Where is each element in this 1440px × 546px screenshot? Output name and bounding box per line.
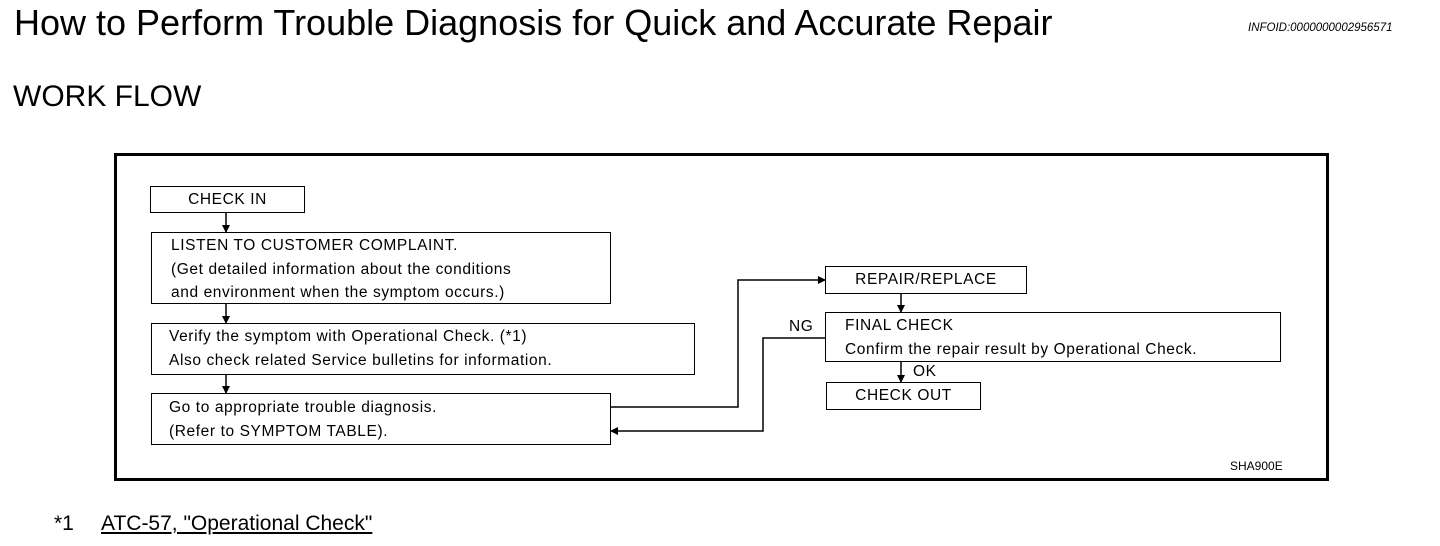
check-out-label: CHECK OUT bbox=[855, 387, 952, 404]
ng-label: NG bbox=[789, 318, 814, 335]
check-in-label: CHECK IN bbox=[188, 191, 267, 208]
check-out-box: CHECK OUT bbox=[826, 382, 981, 410]
arrow-goto-to-repair bbox=[610, 276, 826, 408]
listen-line2: (Get detailed information about the cond… bbox=[171, 260, 512, 278]
workflow-diagram-frame bbox=[114, 153, 1329, 481]
verify-box: Verify the symptom with Operational Chec… bbox=[151, 323, 695, 375]
final-check-line1: FINAL CHECK bbox=[845, 317, 954, 334]
goto-line1: Go to appropriate trouble diagnosis. bbox=[169, 399, 438, 416]
repair-replace-box: REPAIR/REPLACE bbox=[825, 266, 1027, 294]
goto-line2: (Refer to SYMPTOM TABLE). bbox=[169, 422, 389, 440]
final-check-box: FINAL CHECK Confirm the repair result by… bbox=[825, 312, 1281, 362]
final-check-line2: Confirm the repair result by Operational… bbox=[845, 340, 1198, 358]
verify-line2: Also check related Service bulletins for… bbox=[169, 351, 553, 369]
check-in-box: CHECK IN bbox=[150, 186, 305, 213]
goto-box: Go to appropriate trouble diagnosis. (Re… bbox=[151, 393, 611, 445]
listen-box: LISTEN TO CUSTOMER COMPLAINT. (Get detai… bbox=[151, 232, 611, 304]
ok-label: OK bbox=[913, 363, 937, 380]
repair-replace-label: REPAIR/REPLACE bbox=[855, 271, 997, 288]
arrow-final-ng-to-goto bbox=[610, 337, 826, 435]
footnote-marker: *1 bbox=[54, 512, 74, 535]
section-title: WORK FLOW bbox=[13, 80, 202, 113]
info-id: INFOID:0000000002956571 bbox=[1248, 22, 1393, 34]
figure-code: SHA900E bbox=[1230, 459, 1283, 473]
listen-line1: LISTEN TO CUSTOMER COMPLAINT. bbox=[171, 237, 458, 254]
page-title: How to Perform Trouble Diagnosis for Qui… bbox=[14, 2, 1053, 43]
verify-line1: Verify the symptom with Operational Chec… bbox=[169, 328, 528, 345]
listen-line3: and environment when the symptom occurs.… bbox=[171, 284, 505, 301]
operational-check-link[interactable]: ATC-57, "Operational Check" bbox=[101, 512, 373, 535]
